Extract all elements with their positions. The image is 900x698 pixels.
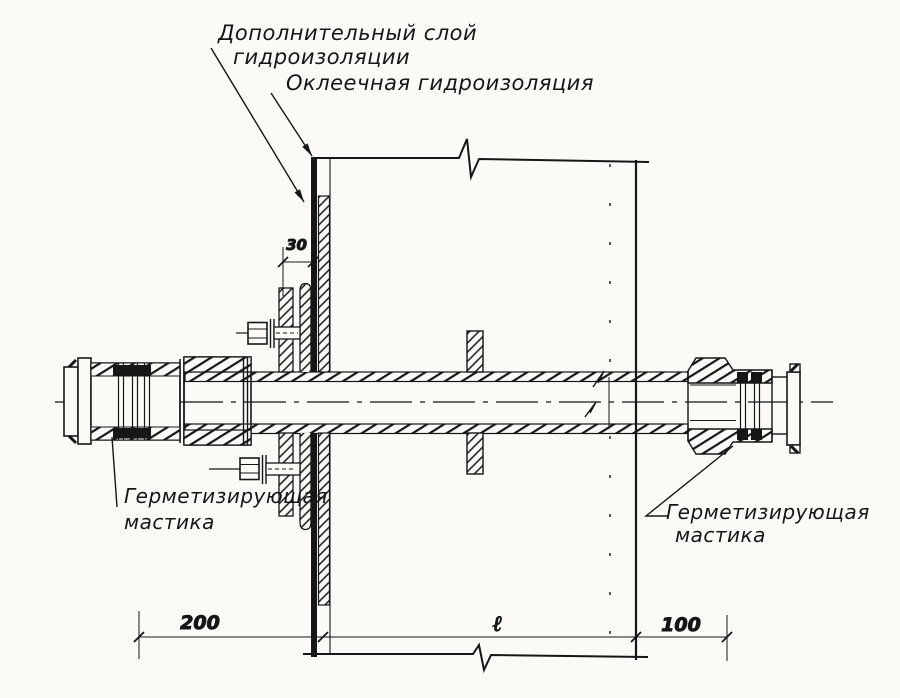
- caulking-rings: [117, 363, 151, 440]
- callout-mastic-right-line1: Герметизирующая: [666, 500, 870, 524]
- glued-waterproofing-strip: [311, 157, 317, 372]
- dimension-30: 30: [277, 236, 319, 296]
- bolt-bottom: [209, 455, 301, 484]
- leader-arrowhead: [302, 143, 312, 156]
- dimension-30-value: 30: [286, 236, 307, 254]
- protection-apron: [299, 282, 312, 372]
- pipe-break-mark: [584, 401, 597, 418]
- callout-additional-layer-line1: Дополнительный слой: [217, 21, 477, 45]
- mastic-fill-top: [737, 372, 748, 383]
- pipe-wall-top: [184, 371, 689, 383]
- callout-mastic-left-line2: мастика: [124, 510, 215, 534]
- left-end-cap-face: [63, 366, 79, 437]
- dimension-100-value: 100: [661, 614, 701, 636]
- callout-mastic-left-line1: Герметизирующая: [124, 484, 328, 508]
- right-socket-joint: [687, 357, 801, 455]
- wall-top-edge: [316, 138, 650, 181]
- caulking-rings: [739, 383, 761, 429]
- callout-mastic-right-line2: мастика: [675, 523, 766, 547]
- pipe-wall-bottom: [184, 423, 689, 435]
- pipe: [55, 370, 833, 435]
- waterproofing-layers: [311, 157, 331, 657]
- dimension-length-value: ℓ: [492, 612, 502, 637]
- protection-apron: [299, 433, 312, 531]
- additional-waterproofing-strip: [317, 195, 331, 373]
- leader-mastic-left: [111, 436, 118, 508]
- additional-waterproofing-strip: [317, 432, 331, 606]
- dimensions: 30 200 ℓ 100: [133, 236, 733, 661]
- pipe-break-mark: [592, 370, 605, 388]
- wall-bottom-edge: [303, 642, 649, 674]
- leader-additional-layer: [210, 47, 305, 203]
- wall: [303, 138, 650, 674]
- callout-glued-waterproofing: Оклеечная гидроизоляция: [286, 71, 594, 95]
- anchor-diaphragm-ring: [466, 330, 484, 475]
- dimension-chain-bottom: 200 ℓ 100: [133, 611, 733, 661]
- bolt-top: [236, 319, 301, 348]
- dimension-200-value: 200: [180, 612, 220, 634]
- right-end-cap: [786, 371, 801, 446]
- left-end-cap: [77, 357, 92, 445]
- leader-lines: [111, 47, 734, 517]
- callout-additional-layer-line2: гидроизоляции: [233, 45, 410, 69]
- clamping-assembly: [209, 282, 312, 531]
- glued-waterproofing-strip: [311, 433, 317, 657]
- leader-arrowhead: [294, 189, 304, 202]
- mastic-fill-bottom: [737, 429, 748, 440]
- callouts: Дополнительный слой гидроизоляции Оклееч…: [124, 21, 870, 547]
- left-socket-joint: [63, 356, 252, 446]
- leader-mastic-right: [644, 445, 734, 517]
